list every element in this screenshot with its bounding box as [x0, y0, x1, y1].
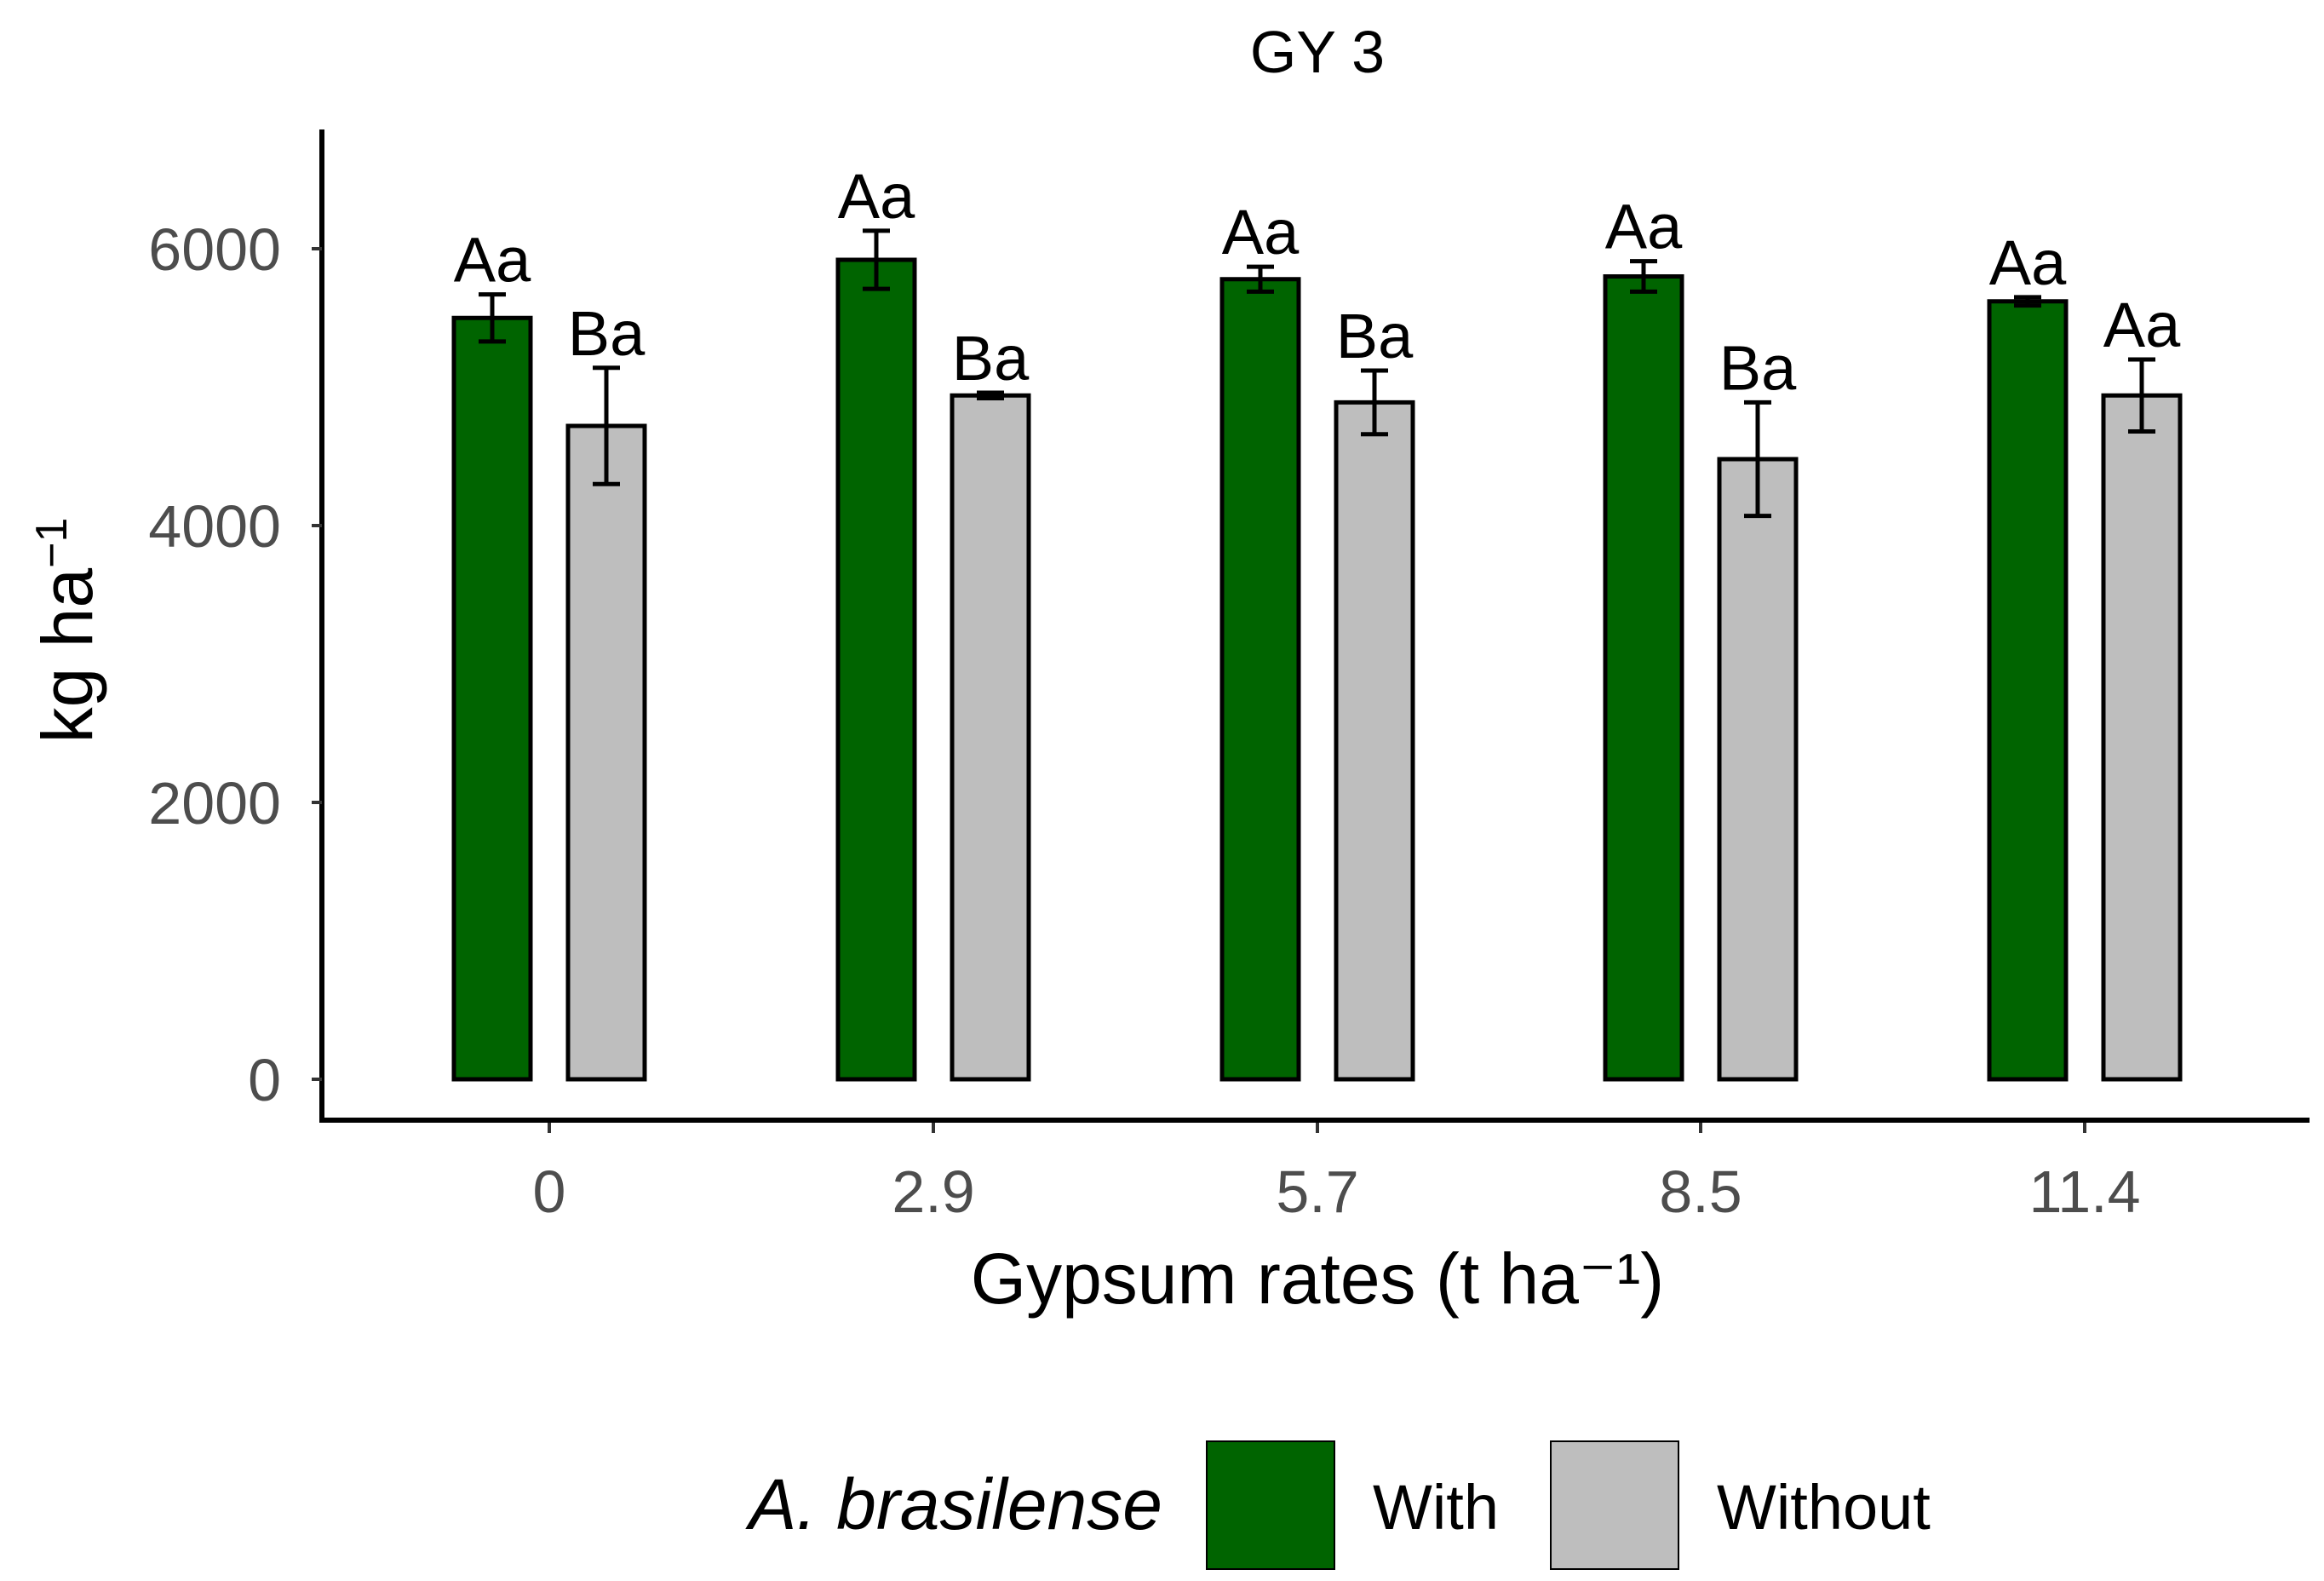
y-tick-label: 4000 [148, 493, 281, 560]
error-bar [2014, 295, 2041, 308]
error-bar [2128, 357, 2155, 434]
y-axis-title-base: kg ha [27, 568, 107, 744]
bar-with [451, 315, 533, 1082]
y-axis-title-exponent: −1 [27, 518, 77, 568]
y-tick-label: 2000 [148, 770, 281, 836]
bar-with [835, 257, 917, 1082]
legend-key-without [1550, 1440, 1679, 1570]
chart-title: GY 3 [1250, 19, 1385, 85]
bar-without [565, 423, 647, 1082]
axes-layer [319, 129, 2310, 1123]
ticks-layer: 0 2000 4000 6000 0 2.9 5.7 8.5 11.4 [148, 216, 2140, 1225]
bar-without [1717, 457, 1799, 1082]
bar-with [1987, 299, 2069, 1082]
error-bar [977, 390, 1004, 400]
legend-label-without: Without [1717, 1472, 1931, 1543]
significance-letter: Aa [1222, 197, 1300, 267]
error-bar [1744, 400, 1771, 519]
error-bar [1630, 259, 1657, 294]
error-bar [863, 228, 890, 291]
legend-key-with [1206, 1440, 1335, 1570]
significance-letter: Ba [1719, 332, 1797, 403]
error-bar [1361, 368, 1388, 437]
legend-title: A. brasilense [744, 1464, 1162, 1544]
significance-letter: Ba [1336, 301, 1414, 371]
significance-letter: Ba [952, 323, 1030, 394]
significance-letter: Aa [454, 225, 531, 296]
significance-letter: Aa [1989, 227, 2067, 298]
bar-without [950, 393, 1031, 1082]
significance-letter: Aa [1605, 192, 1683, 262]
x-tick-label: 2.9 [892, 1158, 974, 1225]
error-bar [1247, 264, 1274, 294]
significance-letter: Aa [2103, 290, 2181, 360]
y-tick-label: 6000 [148, 216, 281, 283]
bar-without [1334, 400, 1415, 1082]
bar-without [2101, 393, 2183, 1082]
x-tick-label: 0 [533, 1158, 566, 1225]
x-tick-label: 11.4 [2028, 1158, 2140, 1225]
x-axis-title: Gypsum rates (t ha⁻¹) [971, 1239, 1665, 1319]
significance-letter: Ba [568, 298, 646, 369]
bar-with [1603, 274, 1684, 1082]
x-tick-label: 8.5 [1659, 1158, 1742, 1225]
bar-with [1219, 277, 1301, 1082]
y-tick-label: 0 [248, 1047, 281, 1113]
error-bar [593, 365, 620, 486]
x-tick-label: 5.7 [1276, 1158, 1358, 1225]
significance-letter: Aa [838, 161, 915, 232]
y-axis-title: kg ha−1 [27, 518, 107, 744]
legend-label-with: With [1373, 1472, 1499, 1543]
legend: A. brasilense With Without [744, 1440, 1931, 1570]
error-bar [479, 292, 506, 344]
